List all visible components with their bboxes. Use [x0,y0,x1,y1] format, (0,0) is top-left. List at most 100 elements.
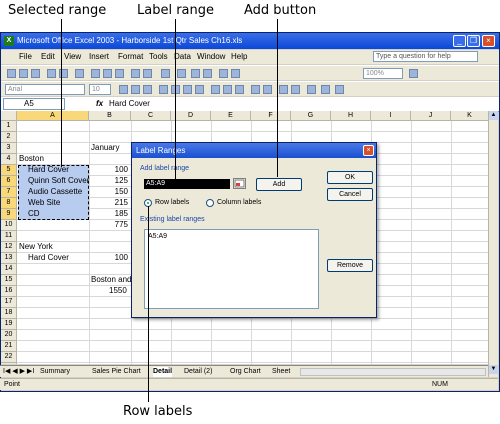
menu-insert[interactable]: Insert [89,52,110,61]
menu-window[interactable]: Window [197,52,226,61]
minimize-button[interactable]: _ [453,35,466,47]
menu-data[interactable]: Data [174,52,191,61]
help-icon[interactable] [409,69,418,78]
column-header-f[interactable]: F [251,111,291,121]
row-header-10[interactable]: 10 [1,220,17,231]
column-header-a[interactable]: A [17,111,89,121]
sort-descending-icon[interactable] [203,69,212,78]
dialog-close-icon[interactable]: × [363,145,374,156]
cell-b8[interactable]: 215 [114,198,128,207]
row-header-23[interactable]: 23 [1,363,17,364]
fx-icon[interactable]: fx [96,99,104,108]
menu-view[interactable]: View [64,52,82,61]
drawing-icon[interactable] [231,69,240,78]
row-header-22[interactable]: 22 [1,352,17,363]
column-header-h[interactable]: H [331,111,371,121]
tab-sheet[interactable]: Sheet [272,368,291,375]
tab-org-chart[interactable]: Org Chart [230,368,261,375]
menu-tools[interactable]: Tools [149,52,168,61]
cell-a5[interactable]: Hard Cover [28,165,69,174]
row-header-18[interactable]: 18 [1,308,17,319]
cut-icon[interactable] [91,69,100,78]
tab-detail[interactable]: Detail [153,367,173,377]
row-header-2[interactable]: 2 [1,132,17,143]
font-select[interactable]: Arial [5,84,85,95]
column-header-d[interactable]: D [171,111,211,121]
remove-button[interactable]: Remove [327,259,373,272]
print-icon[interactable] [47,69,56,78]
select-all-corner[interactable] [1,111,17,121]
row-header-4[interactable]: 4 [1,154,17,165]
scroll-down-icon[interactable]: ▼ [489,365,498,374]
cell-b6[interactable]: 125 [114,176,128,185]
cell-b16[interactable]: 1550 [109,286,127,295]
cell-b3[interactable]: January [91,143,120,152]
cell-b13[interactable]: 100 [114,253,128,262]
decrease-indent-icon[interactable] [279,85,288,94]
row-header-8[interactable]: 8 [1,198,17,209]
row-header-21[interactable]: 21 [1,341,17,352]
cancel-button[interactable]: Cancel [327,188,373,201]
increase-indent-icon[interactable] [291,85,300,94]
new-icon[interactable] [7,69,16,78]
sort-ascending-icon[interactable] [191,69,200,78]
row-header-17[interactable]: 17 [1,297,17,308]
menu-help[interactable]: Help [231,52,248,61]
chart-wizard-icon[interactable] [219,69,228,78]
increase-decimal-icon[interactable] [251,85,260,94]
hyperlink-icon[interactable] [161,69,170,78]
tab-summary[interactable]: Summary [40,368,70,375]
comma-icon[interactable] [235,85,244,94]
open-icon[interactable] [19,69,28,78]
bold-icon[interactable] [119,85,128,94]
row-header-9[interactable]: 9 [1,209,17,220]
currency-icon[interactable] [211,85,220,94]
menu-format[interactable]: Format [118,52,144,61]
cell-b15[interactable]: Boston and [91,275,132,284]
autosum-icon[interactable] [177,69,186,78]
font-size-select[interactable]: 10 [89,84,111,95]
align-left-icon[interactable] [159,85,168,94]
menu-file[interactable]: File [19,52,32,61]
tab-detail-2[interactable]: Detail (2) [184,368,213,375]
add-button[interactable]: Add [256,178,302,191]
zoom-select[interactable]: 100% [363,68,403,79]
row-header-11[interactable]: 11 [1,231,17,242]
menu-edit[interactable]: Edit [41,52,55,61]
horizontal-scrollbar[interactable] [300,368,486,376]
cell-a7[interactable]: Audio Cassette [28,187,83,196]
column-header-i[interactable]: I [371,111,411,121]
column-header-b[interactable]: B [89,111,131,121]
column-header-g[interactable]: G [291,111,331,121]
redo-icon[interactable] [143,69,152,78]
percent-icon[interactable] [223,85,232,94]
paste-icon[interactable] [115,69,124,78]
cell-a4[interactable]: Boston [19,154,44,163]
column-labels-radio[interactable] [206,199,214,207]
row-header-13[interactable]: 13 [1,253,17,264]
help-question-input[interactable]: Type a question for help [373,51,478,62]
row-header-14[interactable]: 14 [1,264,17,275]
cell-a12[interactable]: New York [19,242,53,251]
row-header-3[interactable]: 3 [1,143,17,154]
font-color-icon[interactable] [335,85,344,94]
sheet-nav-arrows[interactable]: I◀ ◀ ▶ ▶I [3,368,35,375]
merge-center-icon[interactable] [195,85,204,94]
close-window-button[interactable]: × [482,35,495,47]
scroll-up-icon[interactable]: ▲ [489,111,498,120]
row-header-1[interactable]: 1 [1,121,17,132]
row-header-5[interactable]: 5 [1,165,17,176]
formula-content[interactable]: Hard Cover [109,99,150,108]
decrease-decimal-icon[interactable] [263,85,272,94]
cell-a6[interactable]: Quinn Soft Cover [28,176,90,185]
ok-button[interactable]: OK [327,171,373,184]
row-header-20[interactable]: 20 [1,330,17,341]
collapse-dialog-icon[interactable] [233,178,246,189]
vertical-scrollbar[interactable]: ▲ ▼ [488,111,498,377]
row-header-15[interactable]: 15 [1,275,17,286]
spelling-icon[interactable] [75,69,84,78]
existing-ranges-list[interactable]: A5:A9 [144,229,319,309]
cell-b10[interactable]: 775 [114,220,128,229]
copy-icon[interactable] [103,69,112,78]
list-item[interactable]: A5:A9 [148,233,168,240]
